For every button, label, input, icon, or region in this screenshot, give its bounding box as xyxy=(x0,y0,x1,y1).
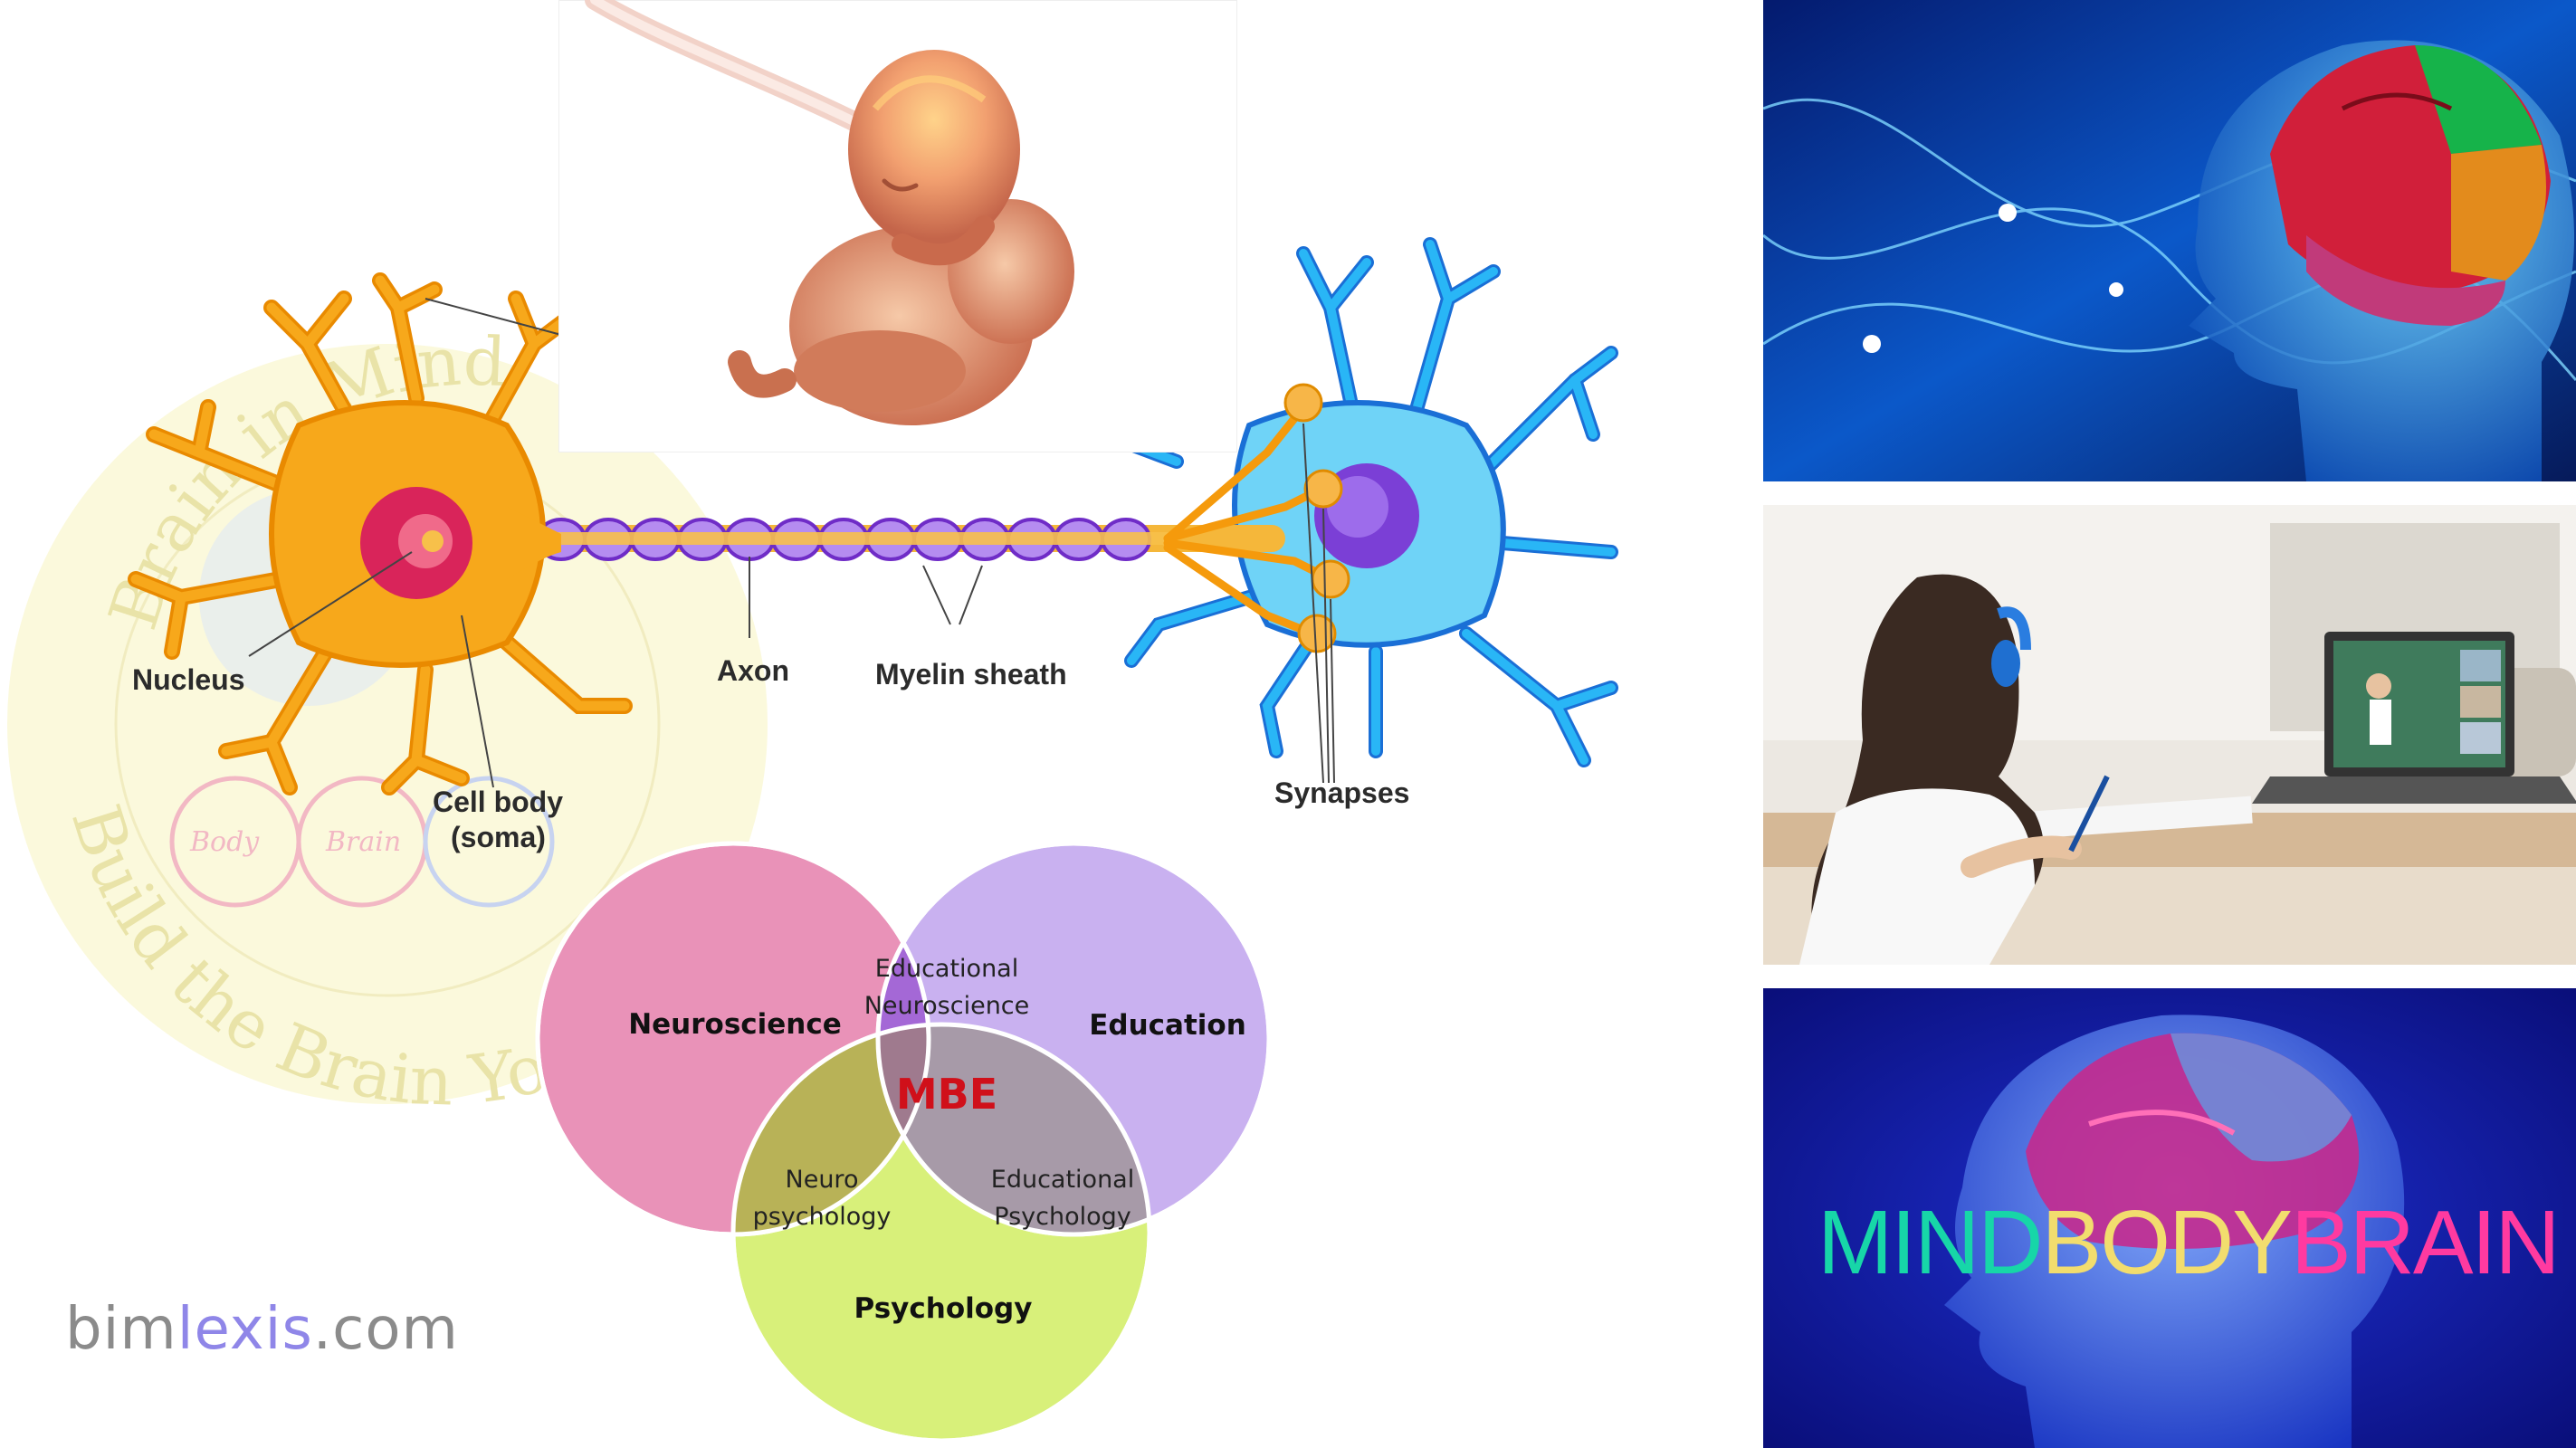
myelin-sheath-label: Myelin sheath xyxy=(875,658,1067,691)
target-neuron xyxy=(1097,237,1618,767)
axon-label: Axon xyxy=(717,654,789,687)
brain-head-photo xyxy=(1763,0,2576,481)
mind-word: MIND xyxy=(1818,1192,2042,1293)
site-suffix: .com xyxy=(312,1296,459,1363)
neuro-psych-line2: psychology xyxy=(753,1203,892,1231)
education-label: Education xyxy=(1089,1009,1246,1042)
cell-body-label: Cell body xyxy=(433,786,563,818)
site-middle: lexis xyxy=(177,1296,313,1363)
neuro-psych-line1: Neuro xyxy=(786,1166,859,1194)
online-class-photo xyxy=(1763,505,2576,965)
site-branding: bimlexis.com xyxy=(65,1296,459,1363)
mind-body-brain-panel: MINDBODYBRAIN xyxy=(1763,988,2576,1448)
edu-psych-line1: Educational xyxy=(991,1166,1134,1194)
svg-text:MINDBODYBRAIN: MINDBODYBRAIN xyxy=(1818,1192,2559,1293)
neuro-psych-overlap xyxy=(733,1024,929,1234)
fetus-illustration xyxy=(558,0,1237,452)
edu-neuro-line1: Educational xyxy=(875,955,1018,983)
psychology-label: Psychology xyxy=(854,1292,1033,1325)
site-prefix: bim xyxy=(65,1296,177,1363)
body-word: BODY xyxy=(2042,1192,2292,1293)
nucleus-label: Nucleus xyxy=(132,663,244,696)
leader-lines xyxy=(248,298,1335,788)
neuroscience-label: Neuroscience xyxy=(628,1008,842,1041)
axon xyxy=(507,518,1285,561)
mbe-label: MBE xyxy=(896,1070,997,1119)
soma-label: (soma) xyxy=(451,821,546,853)
brain-word: BRAIN xyxy=(2291,1192,2559,1293)
source-neuron xyxy=(128,272,633,795)
edu-neuro-line2: Neuroscience xyxy=(864,992,1030,1020)
watermark-body-text: Body xyxy=(189,826,260,858)
synapses-label: Synapses xyxy=(1274,776,1409,809)
edu-psych-line2: Psychology xyxy=(994,1203,1131,1231)
watermark-brain-text: Brain xyxy=(325,826,401,858)
